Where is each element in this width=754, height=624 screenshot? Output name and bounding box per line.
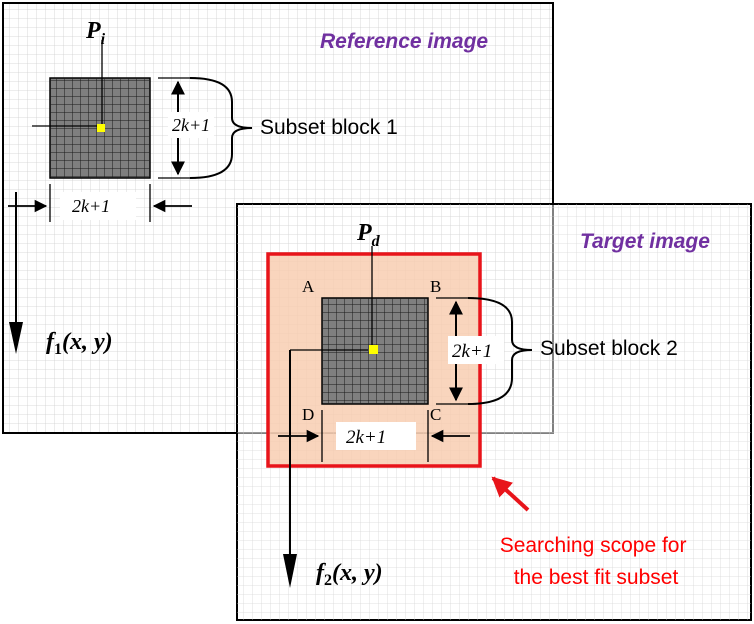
brace-subset-block-2	[467, 297, 533, 405]
axis-arrowhead-f2	[283, 554, 297, 588]
corner-label-c: C	[430, 405, 441, 424]
search-scope-arrow	[491, 476, 530, 512]
corner-label-d: D	[302, 405, 314, 424]
center-point-pi	[97, 124, 105, 132]
brace-subset-block-1	[189, 77, 253, 179]
dim-label-vertical-2: 2k+1	[452, 341, 492, 362]
dim-label-horizontal-1: 2k+1	[72, 196, 110, 216]
target-image-panel: Target image Pd A B C D 2k+1 Subset bloc…	[236, 203, 752, 621]
axis-label-f2: f2(x, y)	[316, 560, 383, 589]
point-label-pi: Pi	[85, 18, 106, 48]
axis-arrowhead-f1	[9, 322, 23, 354]
target-image-title: Target image	[580, 230, 710, 253]
subset-block-2-label: Subset block 2	[540, 337, 678, 360]
dim-label-horizontal-2: 2k+1	[346, 427, 386, 448]
corner-label-b: B	[430, 277, 441, 296]
corner-label-a: A	[302, 277, 315, 296]
dim-label-vertical-1: 2k+1	[172, 115, 210, 135]
point-label-pd: Pd	[356, 220, 381, 250]
axis-label-f1: f1(x, y)	[46, 329, 113, 358]
subset-block-1-label: Subset block 1	[260, 116, 398, 139]
center-point-pd	[369, 345, 378, 354]
search-scope-label: Searching scope for the best fit subset	[500, 534, 693, 589]
reference-image-title: Reference image	[320, 30, 488, 53]
